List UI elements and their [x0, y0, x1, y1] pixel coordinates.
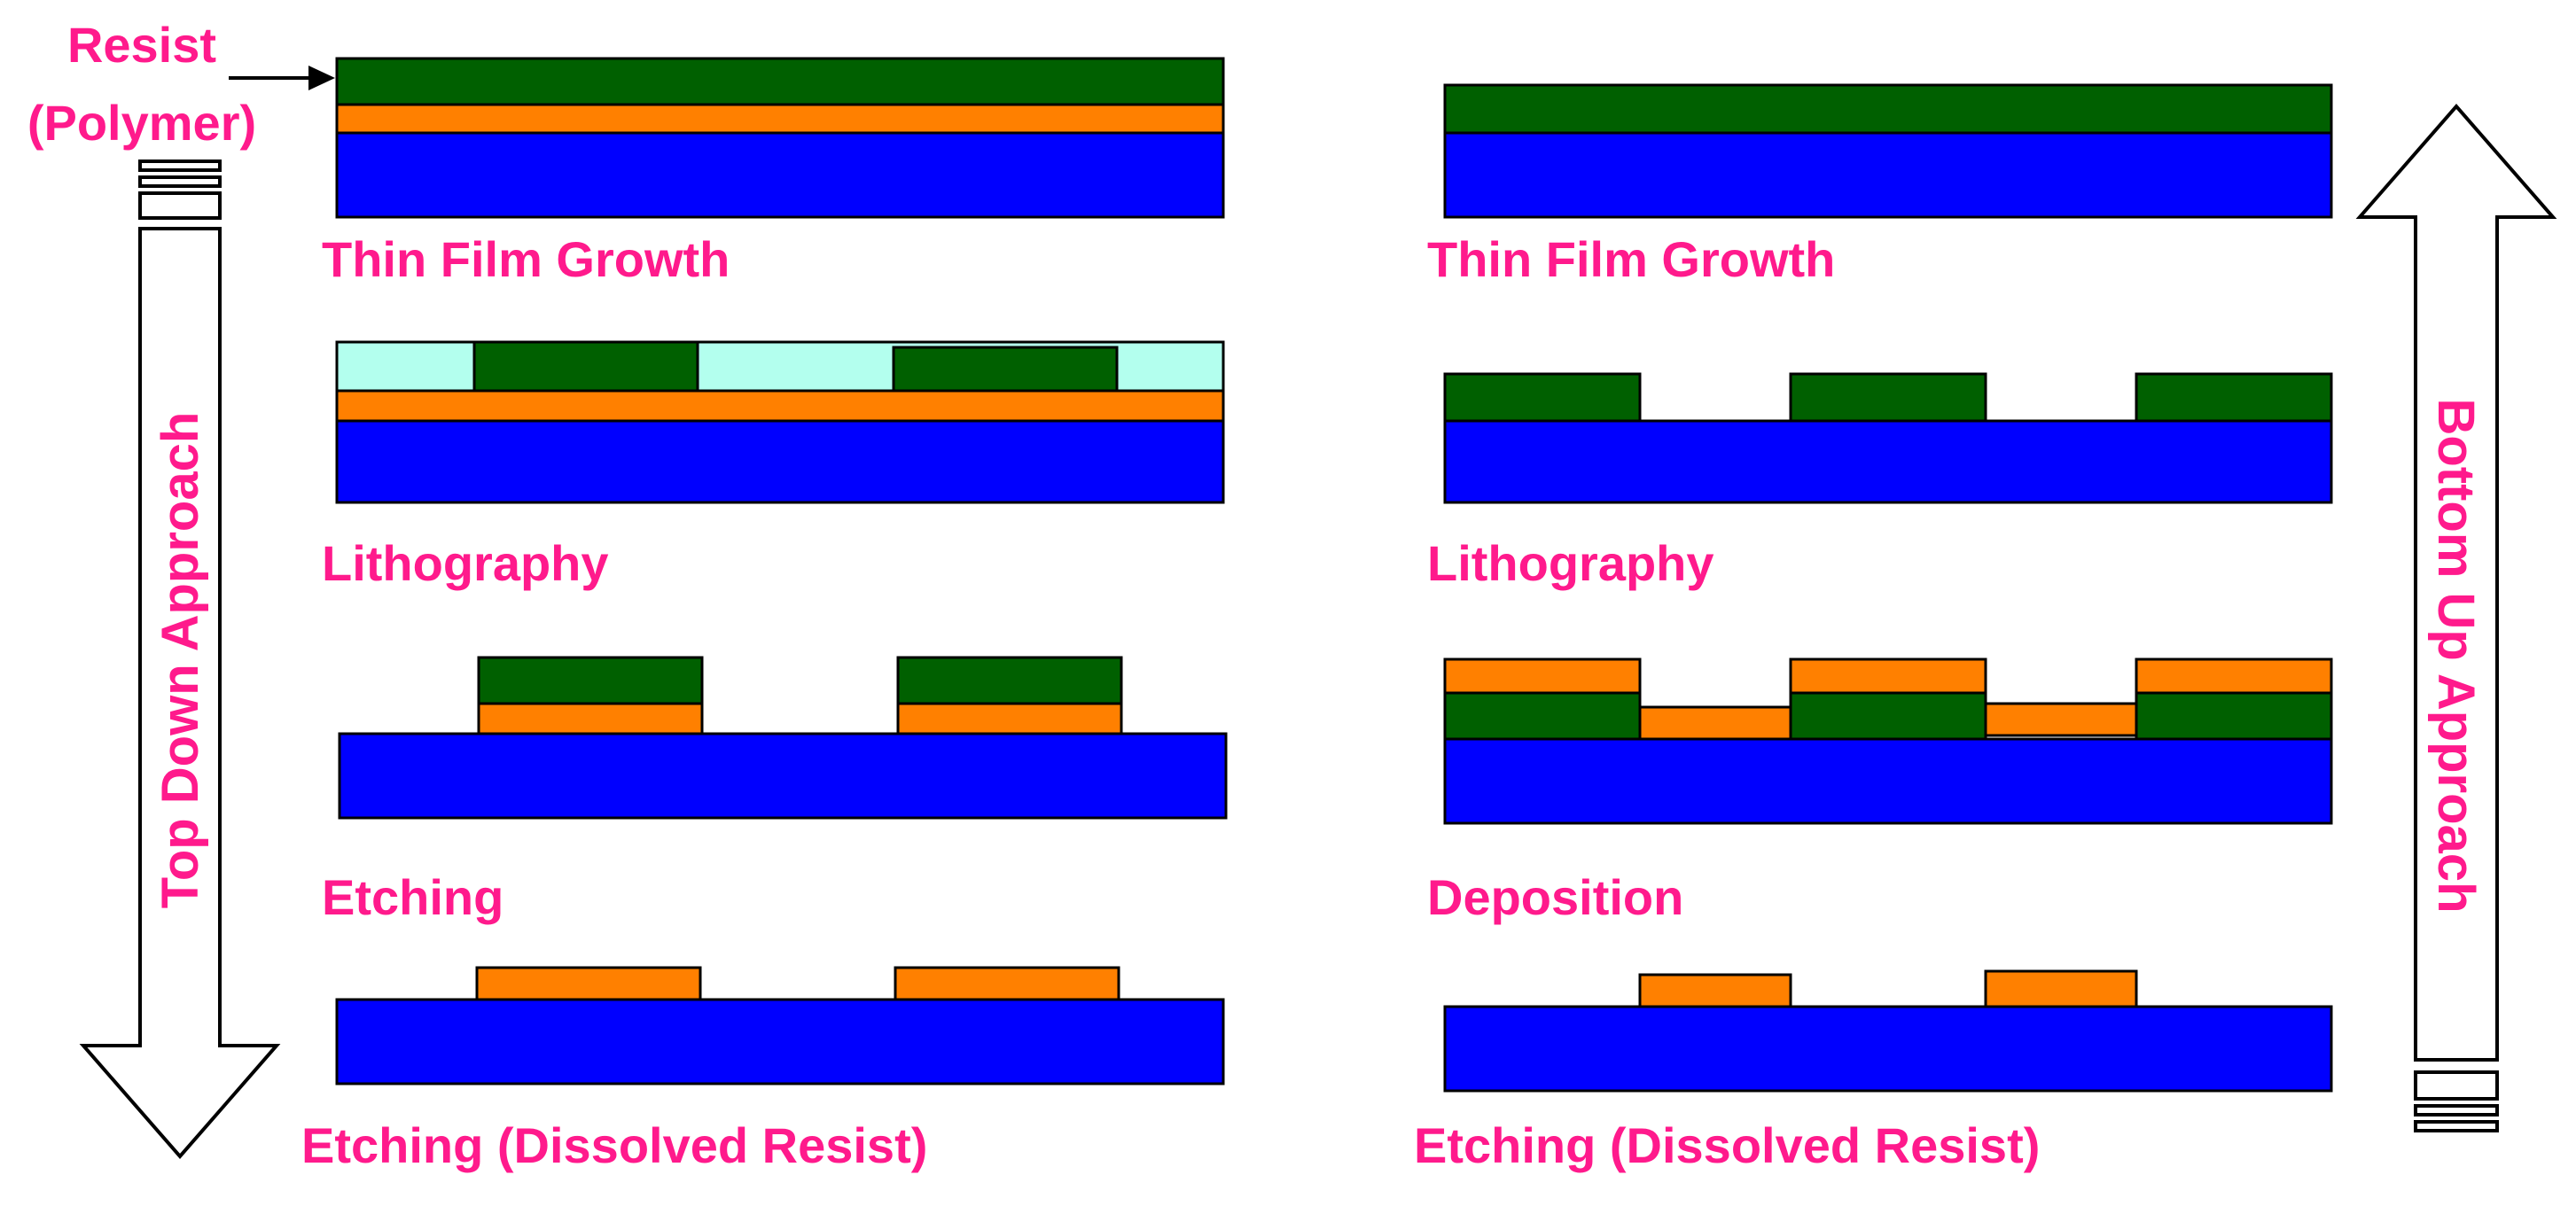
deposited-film — [2135, 657, 2333, 695]
resist-pattern — [2135, 691, 2333, 741]
top-down-step-2-structure — [335, 340, 1225, 504]
bottom-up-step-4-label: Etching (Dissolved Resist) — [1414, 1117, 2040, 1173]
top-down-step-1-label: Thin Film Growth — [322, 231, 730, 287]
substrate-layer — [338, 732, 1228, 820]
resist-pattern — [896, 656, 1123, 705]
top-down-step-4-label: Etching (Dissolved Resist) — [301, 1117, 927, 1173]
substrate-layer — [335, 419, 1225, 504]
resist-pattern — [892, 346, 1119, 393]
bottom-up-step-4-structure — [1443, 969, 2333, 1093]
resist-pattern — [477, 656, 704, 705]
resist-label-line1: Resist — [67, 17, 216, 73]
bottom-up-step-2-label: Lithography — [1427, 535, 1714, 591]
substrate-layer — [1443, 737, 2333, 825]
bottom-up-approach-label: Bottom Up Approach — [2427, 398, 2485, 913]
bottom-up-step-2-structure — [1443, 372, 2333, 504]
deposited-film — [1789, 657, 1987, 695]
resist-label-line2: (Polymer) — [27, 95, 256, 151]
resist-layer — [335, 57, 1225, 106]
bottom-up-step-3-label: Deposition — [1427, 869, 1683, 925]
resist-pointer-arrow — [229, 66, 335, 90]
film-pattern — [1984, 969, 2138, 1008]
top-down-step-3-label: Etching — [322, 869, 503, 925]
film-layer — [335, 103, 1225, 135]
resist-pattern — [1443, 372, 1642, 423]
deposited-film — [1638, 705, 1792, 741]
top-down-step-2-label: Lithography — [322, 535, 609, 591]
resist-pattern — [2135, 372, 2333, 423]
film-pattern — [475, 966, 702, 1001]
deposited-film — [1984, 702, 2138, 737]
film-pattern — [477, 702, 704, 735]
substrate-layer — [1443, 419, 2333, 504]
top-down-step-4-structure — [335, 966, 1225, 1085]
top-down-arrow — [79, 160, 281, 1160]
resist-pattern — [1789, 691, 1987, 741]
substrate-layer — [335, 131, 1225, 219]
resist-pattern — [1789, 372, 1987, 423]
substrate-layer — [1443, 1005, 2333, 1093]
deposited-film — [1443, 657, 1642, 695]
top-down-step-3-structure — [338, 656, 1228, 820]
bottom-up-step-1-structure — [1443, 83, 2333, 219]
resist-pattern — [1443, 691, 1642, 741]
top-down-step-1-structure — [335, 57, 1225, 219]
substrate-layer — [335, 998, 1225, 1085]
resist-pattern — [472, 340, 699, 393]
film-layer — [335, 389, 1225, 423]
film-pattern — [896, 702, 1123, 735]
substrate-layer — [1443, 131, 2333, 219]
bottom-up-arrow — [2355, 103, 2557, 1132]
film-pattern — [1638, 973, 1792, 1008]
top-down-approach-label: Top Down Approach — [152, 412, 209, 909]
bottom-up-step-1-label: Thin Film Growth — [1427, 231, 1835, 287]
bottom-up-step-3-structure — [1443, 657, 2333, 825]
film-pattern — [894, 966, 1120, 1001]
resist-layer — [1443, 83, 2333, 135]
